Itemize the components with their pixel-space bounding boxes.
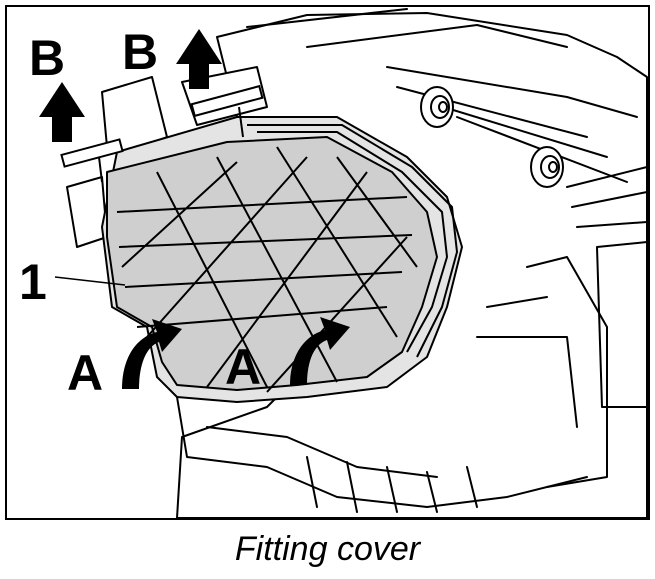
housing-bottom-flange: [176, 396, 588, 508]
pipe-fitting-lower: [530, 146, 564, 188]
cover-rim-rings: [247, 124, 458, 358]
cover-grid: [116, 146, 418, 393]
figure-caption: Fitting cover: [234, 530, 421, 568]
callout-item-1: 1: [19, 254, 47, 310]
housing-bottom-slots: [306, 456, 478, 513]
cover-part-1: [101, 116, 463, 403]
housing-side-panel: [566, 166, 648, 408]
clip-left: [60, 138, 124, 183]
arrow-a-right: [290, 317, 350, 385]
callout-b-left: B: [29, 30, 65, 86]
pipe-fitting-upper: [420, 86, 454, 128]
arrow-a-left: [122, 319, 182, 389]
housing-ribs: [386, 66, 638, 183]
arrow-b-left: [39, 82, 85, 142]
callout-b-right: B: [122, 24, 158, 80]
leader-line-1: [54, 276, 126, 286]
callout-a-left: A: [67, 345, 103, 401]
assembly-drawing: B B 1 A A: [19, 8, 648, 518]
illustration-frame: B B 1 A A: [5, 5, 650, 520]
arrow-b-right: [176, 29, 222, 89]
housing-lower-duct: [476, 256, 608, 488]
callout-a-right: A: [225, 339, 261, 395]
bracket-lower-left: [66, 176, 108, 248]
housing-top-edge: [246, 8, 568, 48]
clip-right: [190, 84, 264, 138]
